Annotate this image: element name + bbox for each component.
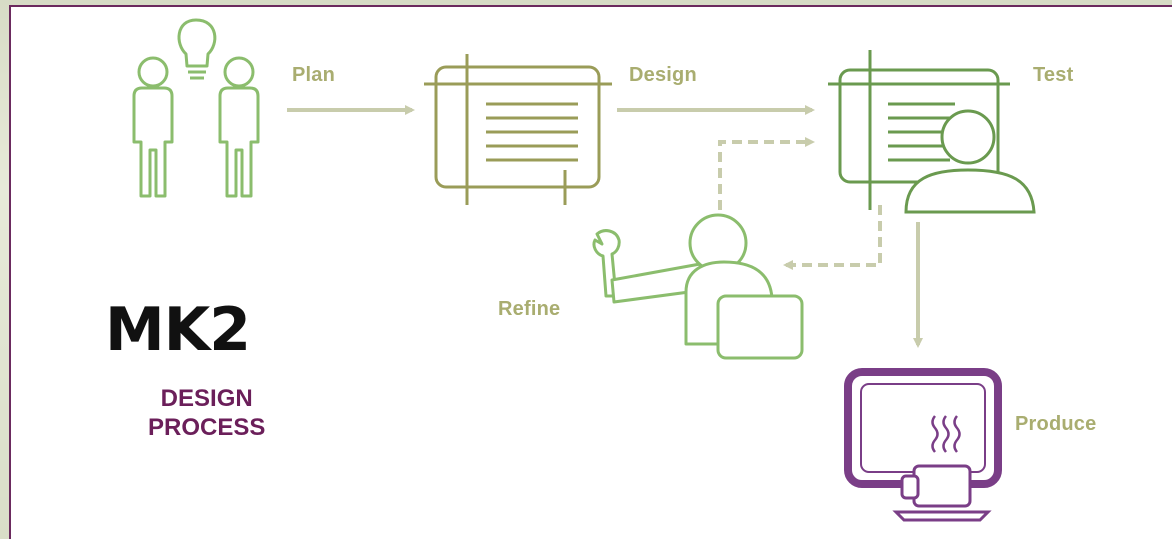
label-design: Design xyxy=(629,64,697,86)
screen-person-icon xyxy=(828,50,1036,214)
subtitle-line1: DESIGN xyxy=(160,385,253,412)
label-plan: Plan xyxy=(292,64,336,86)
logo: MK2 xyxy=(105,295,251,365)
document-icon xyxy=(424,54,612,205)
label-refine: Refine xyxy=(498,298,561,320)
arrow-refine-to-test xyxy=(718,137,815,210)
label-test: Test xyxy=(1033,64,1074,86)
flow-arrows xyxy=(287,105,923,348)
people-idea-icon xyxy=(132,18,260,198)
label-produce: Produce xyxy=(1015,413,1097,435)
arrow-test-to-refine xyxy=(783,205,882,270)
subtitle-line2: PROCESS xyxy=(148,414,266,441)
subtitle: DESIGN PROCESS xyxy=(148,384,265,442)
monitor-coffee-icon xyxy=(844,368,1002,522)
wrench-person-icon xyxy=(592,213,804,360)
